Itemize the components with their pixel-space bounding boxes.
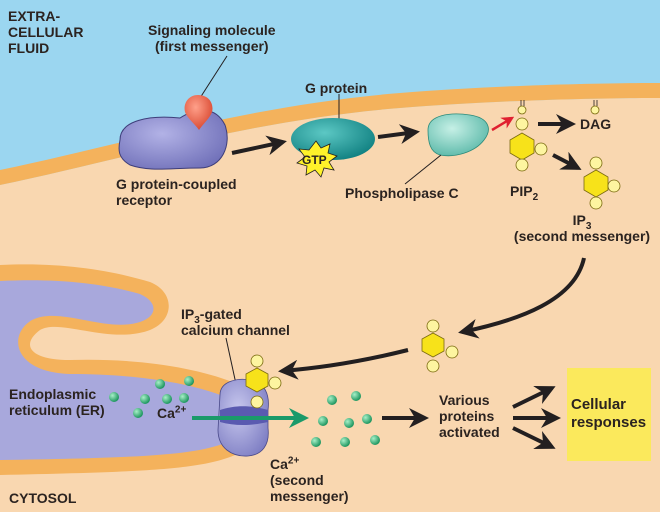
pip2-base: PIP [510, 183, 533, 199]
ca-ion [155, 379, 165, 389]
arrow-gprotein-to-plc [377, 124, 420, 145]
signaling-molecule-line2: (first messenger) [155, 38, 269, 54]
arrow-ip3-diffuses [458, 257, 586, 339]
ca-ion [351, 391, 361, 401]
ip3-channel-line2: calcium channel [181, 322, 290, 338]
gtp-burst [296, 140, 338, 178]
er-line1: Endoplasmic [9, 386, 97, 402]
arrow-pip2-to-ip3 [552, 151, 582, 170]
extracellular-line2: CELLULAR [8, 24, 84, 40]
ip3-name: IP3 [504, 212, 660, 231]
ca-ion [362, 414, 372, 424]
cellular-responses-label: Cellular responses [571, 396, 646, 432]
ip3-role: (second messenger) [513, 228, 651, 244]
various-proteins-line3: activated [439, 424, 500, 440]
signaling-molecule-line1: Signaling molecule [148, 22, 276, 38]
ca-ion [327, 395, 337, 405]
ca-ion [340, 437, 350, 447]
ip3-label: IP3 (second messenger) [504, 212, 660, 244]
arrow-to-responses-down [512, 426, 556, 449]
ca-released-line3: messenger) [270, 488, 349, 504]
cellular-responses-line1: Cellular [571, 396, 627, 413]
arrow-plc-cleaves-pip2 [491, 116, 515, 132]
pip2-subscript: 2 [532, 191, 539, 203]
dag-label: DAG [580, 116, 612, 132]
extracellular-line3: FLUID [8, 40, 50, 56]
er-lumen [0, 280, 247, 460]
various-proteins-line2: proteins [439, 408, 495, 424]
g-protein-label: G protein [305, 80, 368, 96]
gpcr-label: G protein-coupled receptor [116, 176, 237, 208]
ca-ion [344, 418, 354, 428]
ip3-molecule [583, 156, 621, 210]
channel-leader-line [225, 337, 237, 385]
ca-ion [318, 416, 328, 426]
arrow-ip3-to-channel [278, 348, 409, 380]
ca-inside-superscript: 2+ [174, 404, 187, 416]
gtp-label: GTP [302, 153, 327, 167]
ca-ion [140, 394, 150, 404]
ca-inside-label: Ca2+ [157, 405, 186, 421]
plc-leader-line [404, 154, 442, 185]
ip3-channel-base: IP [181, 306, 195, 322]
pip2-label: PIP2 [510, 183, 538, 202]
er-line2: reticulum (ER) [9, 402, 105, 418]
plasma-membrane [0, 83, 660, 185]
ca-released-line2: (second [270, 472, 324, 488]
ca-released-base: Ca [270, 456, 288, 472]
ip3-base: IP [572, 212, 586, 228]
arrow-receptor-to-gprotein [231, 135, 287, 156]
various-proteins-label: Various proteins activated [439, 392, 500, 440]
dag-molecule [590, 100, 600, 115]
ca-released-superscript: 2+ [287, 455, 300, 467]
ip3-channel-label: IP3-gated calcium channel [181, 306, 290, 338]
ip3-subscript: 3 [585, 220, 592, 232]
gpcr-line1: G protein-coupled [116, 176, 237, 192]
ca-ion [370, 435, 380, 445]
ip3-channel-subscript: 3 [194, 314, 200, 326]
calcium-ions-er [109, 376, 194, 418]
signaling-molecule-shape [184, 95, 213, 130]
ca-ion [184, 376, 194, 386]
pip2-molecule [509, 100, 548, 172]
ip3-channel-rest: -gated [199, 306, 242, 322]
ca-inside-base: Ca [157, 405, 175, 421]
ca-ion [162, 394, 172, 404]
ca-ion [133, 408, 143, 418]
ip3-channel-line1: IP3-gated [181, 306, 290, 325]
phospholipase-c-label: Phospholipase C [345, 185, 459, 201]
calcium-ions-cytosol [311, 391, 380, 447]
signaling-molecule-label: Signaling molecule (first messenger) [148, 22, 276, 54]
ca-ion [109, 392, 119, 402]
extracellular-fluid-label: EXTRA- CELLULAR FLUID [8, 8, 83, 56]
ca-released-line1: Ca2+ [270, 456, 349, 472]
cellular-responses-line2: responses [571, 414, 647, 431]
arrow-to-responses-up [512, 386, 556, 409]
ca-ion [179, 393, 189, 403]
cytosol-label: CYTOSOL [9, 490, 77, 506]
phospholipase-c-shape [427, 113, 489, 157]
various-proteins-line1: Various [439, 392, 490, 408]
extracellular-line1: EXTRA- [8, 8, 61, 24]
ip3-diffusing-molecule [421, 319, 459, 373]
er-label: Endoplasmic reticulum (ER) [9, 386, 105, 418]
ip3-bound-molecule [245, 354, 282, 409]
ca-ion [311, 437, 321, 447]
cellular-responses-box [567, 368, 651, 461]
signal-leader-line [199, 55, 228, 99]
ca-released-label: Ca2+ (second messenger) [270, 456, 349, 504]
gpcr-line2: receptor [116, 192, 173, 208]
